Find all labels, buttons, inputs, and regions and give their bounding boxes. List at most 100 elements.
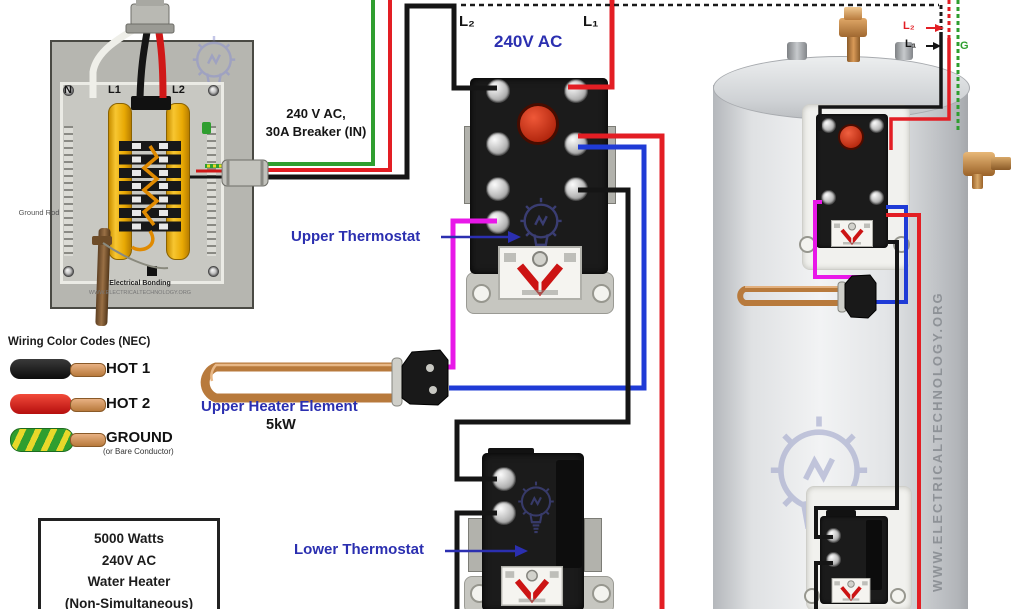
ground-rod-clamp bbox=[92, 236, 112, 245]
legend-ground-label: GROUND bbox=[106, 429, 173, 446]
panel-neutral-label: N bbox=[64, 84, 72, 96]
terminal-screw bbox=[869, 118, 884, 133]
legend-title: Wiring Color Codes (NEC) bbox=[8, 336, 151, 348]
wire-blue-upper-thermostat-to-upper-element bbox=[449, 144, 647, 391]
drain-valve bbox=[963, 152, 995, 176]
panel-website-label: WWW.ELECTRICALTECHNOLOGY.ORG bbox=[88, 290, 192, 296]
panel-bonding-wire bbox=[130, 145, 160, 252]
schematic-l1-label: L₁ bbox=[583, 13, 599, 30]
tank-l1-label: L₁ bbox=[905, 38, 917, 50]
tank-l1-arrowhead bbox=[933, 42, 941, 50]
tank-wire-black-lower-down bbox=[814, 561, 833, 609]
wire-hot1-upper-to-lower-thermostat bbox=[454, 187, 631, 482]
tank-heater-element-coil bbox=[737, 286, 845, 306]
wire-ground-breaker bbox=[268, 0, 375, 166]
element-screw bbox=[426, 364, 434, 372]
wire-hot2-upper-thermostat-to-lower-element bbox=[578, 133, 665, 609]
voltage-label: 240V AC bbox=[494, 32, 563, 51]
spec-box: 5000 Watts 240V AC Water Heater (Non-Sim… bbox=[38, 518, 220, 609]
upper-heater-element-collar bbox=[391, 357, 403, 407]
service-conduit-nut bbox=[136, 0, 164, 6]
bracket-ear bbox=[472, 284, 491, 303]
service-conduit-flare bbox=[125, 23, 175, 34]
wire-hot2-l1-to-upper-thermostat bbox=[568, 0, 615, 90]
breaker-conduit-ridges bbox=[226, 160, 264, 186]
legend-wire-hot1 bbox=[10, 359, 72, 379]
legend-copper-tip bbox=[70, 433, 106, 447]
tp-valve-body bbox=[839, 18, 867, 37]
panel-l2-label: L2 bbox=[172, 84, 185, 96]
schematic-l2-label: L₂ bbox=[459, 13, 475, 30]
spec-line-watts: 5000 Watts bbox=[93, 531, 165, 546]
bonding-screw bbox=[147, 266, 157, 276]
terminal-screw bbox=[486, 132, 510, 156]
panel-screw bbox=[208, 85, 219, 96]
terminal-screw bbox=[486, 210, 510, 234]
panel-neutral-bar-right bbox=[207, 126, 216, 256]
bracket-ear bbox=[592, 284, 611, 303]
tank-wire-red bbox=[886, 213, 921, 609]
panel-l1-label: L1 bbox=[108, 84, 121, 96]
legend-wire-ground bbox=[10, 428, 74, 452]
upper-thermostat-label: Upper Thermostat bbox=[291, 228, 421, 245]
panel-screw bbox=[208, 266, 219, 277]
legend-wire-hot2 bbox=[10, 394, 72, 414]
upper-thermostat-reset-button bbox=[517, 103, 559, 145]
upper-thermostat-arrowhead bbox=[508, 231, 521, 243]
legend-hot1-label: HOT 1 bbox=[106, 360, 151, 377]
breaker-toggles-left bbox=[132, 143, 141, 235]
legend-copper-tip bbox=[70, 398, 106, 412]
breaker-note-line1: 240 V AC, bbox=[286, 106, 346, 121]
ground-rod-label: Ground Rod bbox=[18, 208, 60, 217]
breaker-conduit bbox=[221, 159, 269, 187]
panel-main-lug bbox=[131, 96, 171, 110]
terminal-screw-l2 bbox=[486, 79, 510, 103]
tank-l2-label: L₂ bbox=[903, 20, 915, 32]
spec-line-type: Water Heater bbox=[87, 574, 171, 590]
tank-wire-blue bbox=[874, 205, 908, 304]
wire-hot2-breaker bbox=[268, 0, 392, 172]
tank-ground-label: G bbox=[960, 40, 969, 52]
service-conduit bbox=[130, 3, 170, 27]
wire-hot1-lower-thermostat-down bbox=[454, 510, 497, 609]
terminal-screw-l1 bbox=[564, 79, 588, 103]
tp-valve-cap bbox=[844, 7, 862, 20]
wire-l2-tank bbox=[889, 38, 951, 150]
upper-heater-element-coil-highlight bbox=[210, 363, 402, 382]
panel-screw bbox=[63, 266, 74, 277]
drain-valve-spout bbox=[972, 174, 983, 189]
breaker-toggles-right bbox=[159, 143, 168, 235]
breaker-note-line2: 30A Breaker (IN) bbox=[265, 124, 367, 139]
wire-l1-tank bbox=[818, 32, 943, 131]
wire-magenta-upper-thermostat-to-element bbox=[444, 218, 497, 370]
lower-thermostat-arrowhead bbox=[515, 545, 528, 557]
element-screw bbox=[429, 386, 437, 394]
tank-wire-black-upper-to-lower bbox=[814, 240, 899, 539]
panel-ground-indicator bbox=[202, 122, 211, 134]
lower-thermostat-side-clip bbox=[584, 518, 602, 572]
lower-thermostat-bar bbox=[556, 460, 582, 568]
legend-copper-tip bbox=[70, 363, 106, 377]
panel-screw bbox=[63, 85, 74, 96]
spec-line-mode: (Non-Simultaneous) bbox=[64, 595, 194, 609]
terminal-screw bbox=[486, 177, 510, 201]
tank-upper-thermostat-reset-button bbox=[838, 124, 864, 150]
tank-pipe-stub-right bbox=[895, 42, 913, 60]
panel-neutral-bar-left bbox=[64, 126, 73, 256]
lower-thermostat-label: Lower Thermostat bbox=[294, 541, 425, 558]
upper-heater-element-coil bbox=[200, 362, 402, 403]
wire-hot1-breaker-to-upper-thermostat bbox=[268, 3, 497, 180]
bracket-ear bbox=[890, 588, 906, 604]
tp-valve bbox=[847, 34, 860, 62]
tank-pipe-stub-left bbox=[787, 42, 807, 60]
bracket-ear bbox=[592, 584, 611, 603]
ground-rod-wire bbox=[102, 242, 169, 270]
drain-valve-stem bbox=[991, 157, 1011, 170]
tank-heater-element-cap bbox=[844, 274, 877, 319]
upper-heater-element-cap bbox=[401, 349, 449, 406]
tank-lower-thermostat-bar bbox=[866, 520, 882, 590]
spec-line-voltage: 240V AC bbox=[101, 552, 157, 568]
upper-element-power-label: 5kW bbox=[266, 417, 296, 433]
